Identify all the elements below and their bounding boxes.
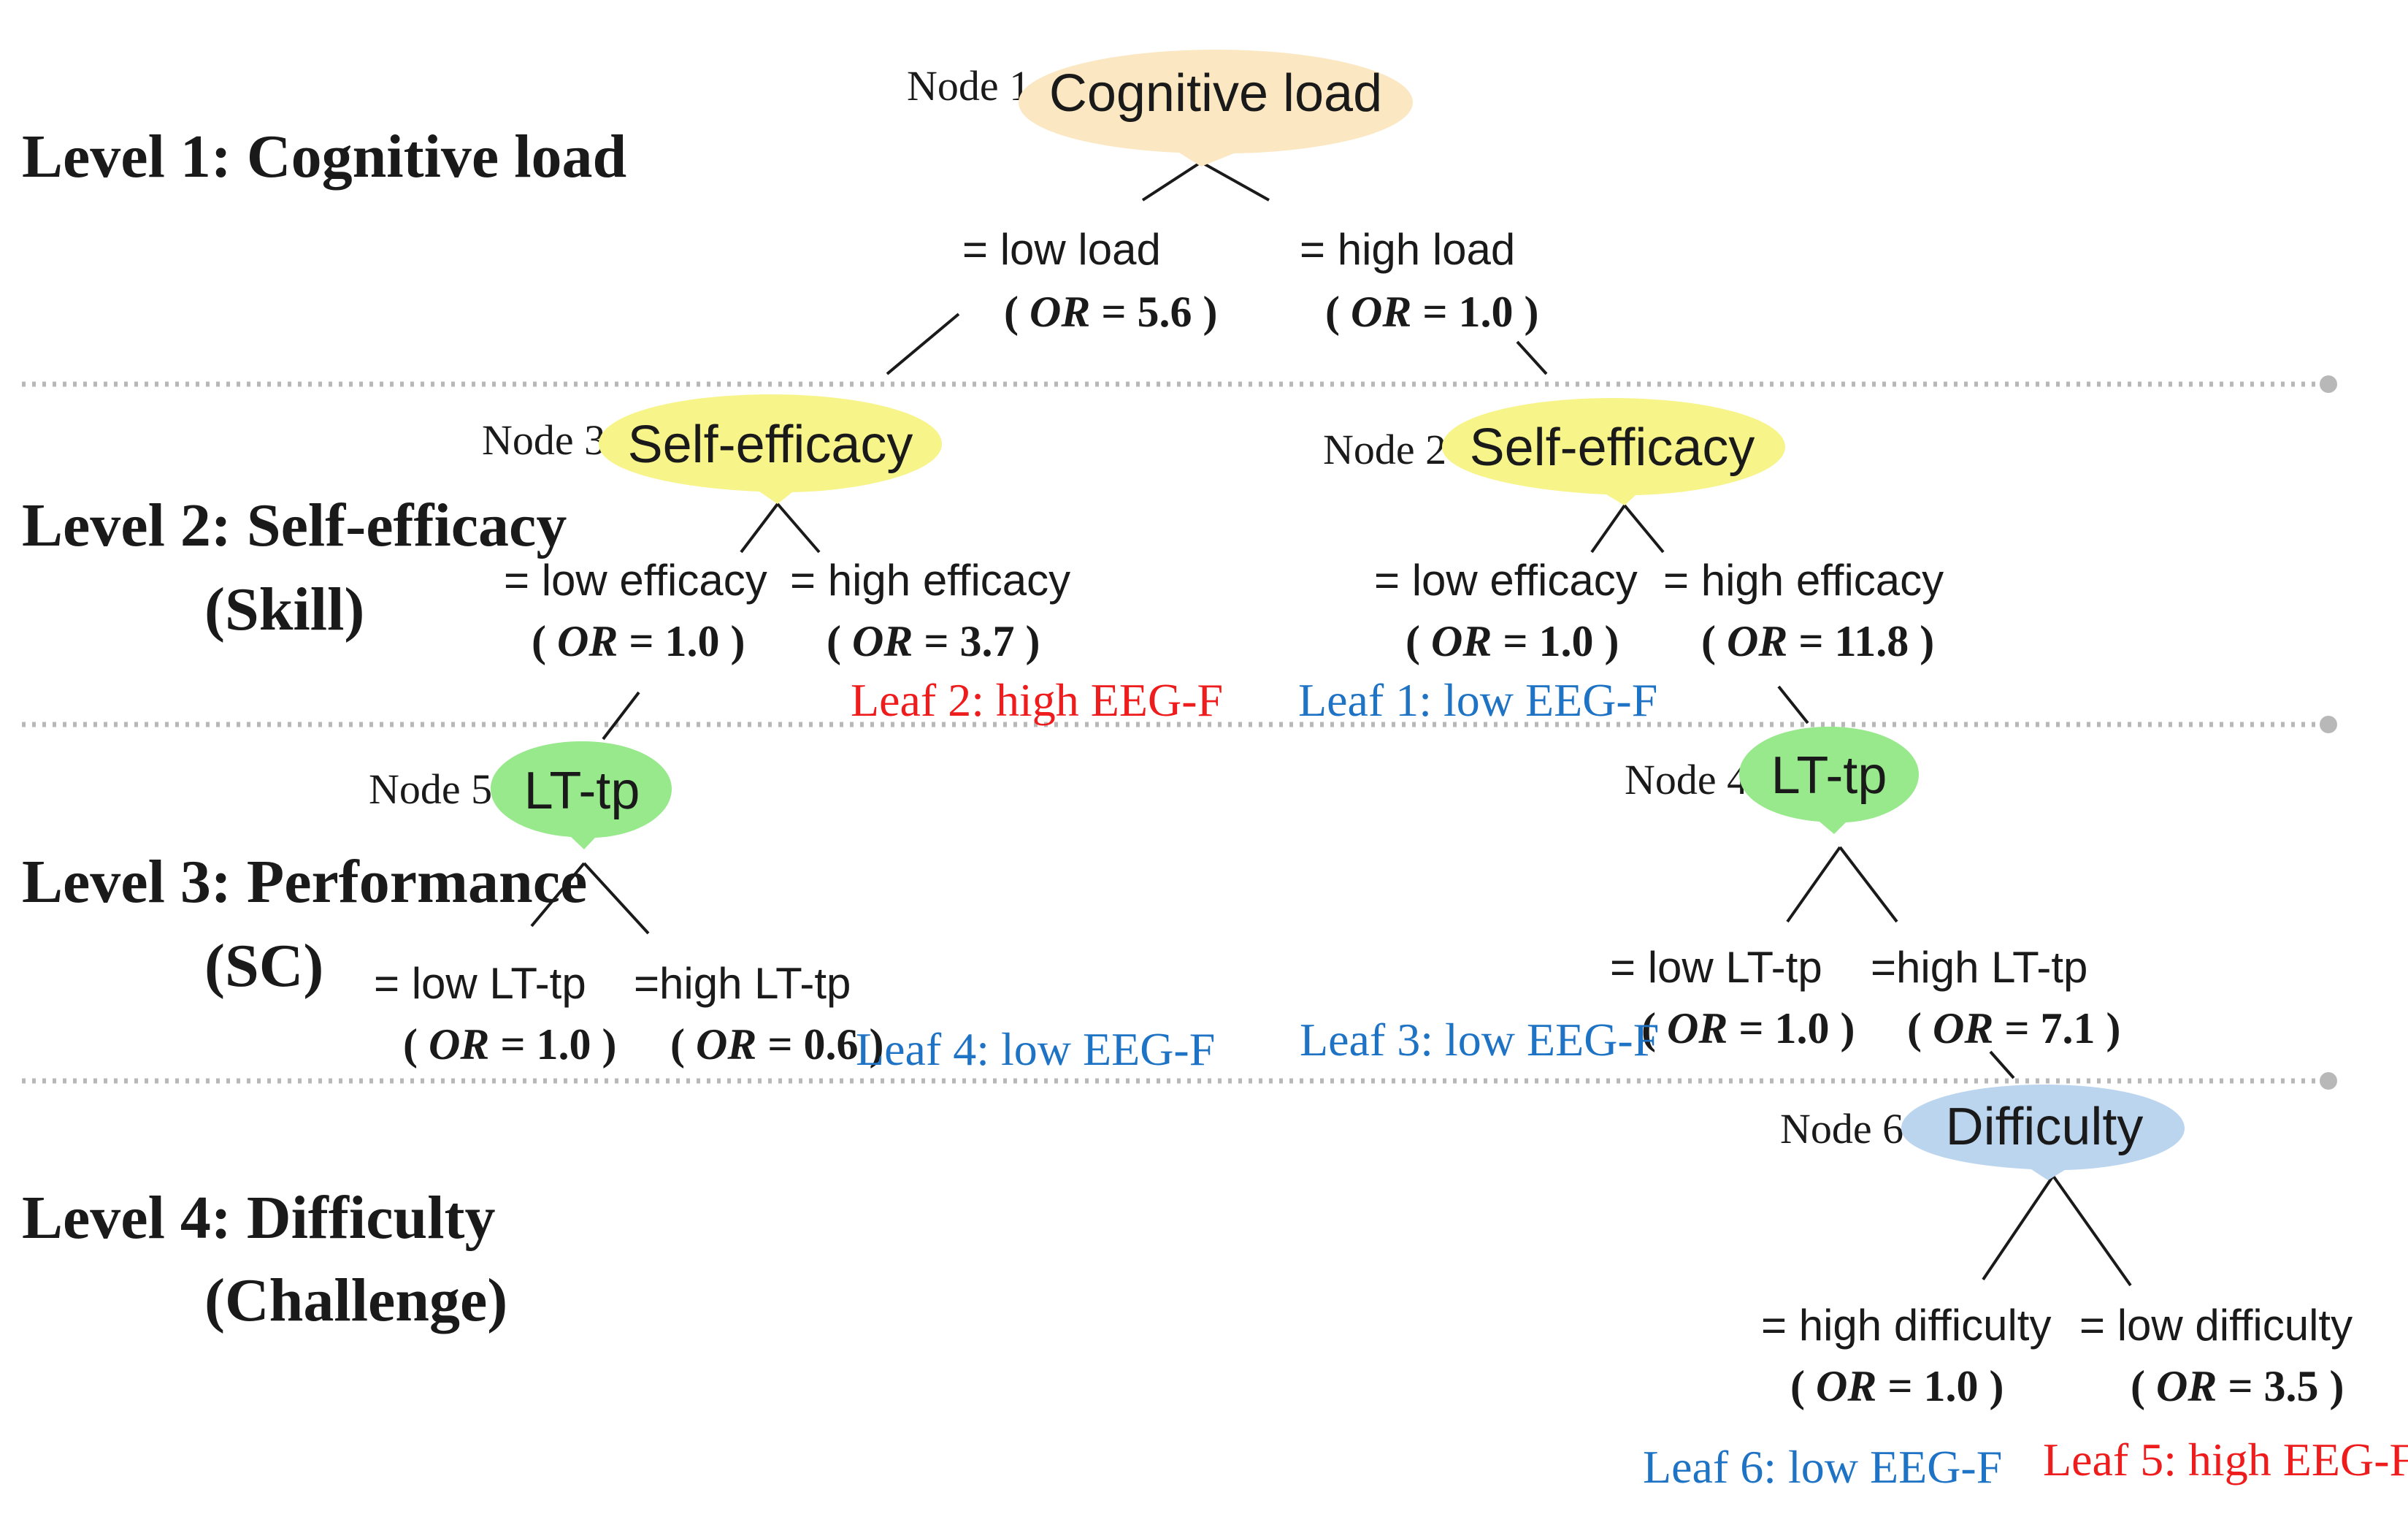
branch-node4-high: =high LT-tp ( OR = 7.1 ) [1871, 943, 2121, 1052]
node-3-label: Node 3 [482, 416, 605, 464]
connector-n3-right [776, 502, 821, 554]
node-4-text: LT-tp [1771, 746, 1887, 805]
node-3-text: Self-efficacy [628, 416, 913, 474]
node-4-bubble [1739, 727, 1919, 834]
node-1-label: Node 1 [907, 62, 1030, 110]
node-6: Node 6 Difficulty [1780, 1085, 2185, 1180]
level-labels: Level 1: Cognitive load Level 2: Self-ef… [22, 123, 626, 1334]
node-5-label: Node 5 [369, 765, 492, 813]
node-6-text: Difficulty [1946, 1098, 2144, 1156]
level-4-title: Level 4: Difficulty [22, 1184, 496, 1252]
odds-ratio: ( OR = 1.0 ) [1641, 1004, 1855, 1052]
leaf-4: Leaf 4: low EEG-F [856, 1023, 1215, 1075]
level-2-subtitle: (Skill) [204, 576, 364, 643]
odds-ratio: ( OR = 1.0 ) [1325, 288, 1539, 336]
branch-label: = low LT-tp [374, 959, 586, 1008]
odds-ratio: ( OR = 3.7 ) [827, 617, 1040, 665]
connector-to-node6 [1989, 1050, 2015, 1079]
branch-label: = low load [962, 225, 1161, 274]
node-4-label: Node 4 [1625, 756, 1748, 803]
node-6-bubble [1901, 1085, 2185, 1180]
leaf-5: Leaf 5: high EEG-F [2043, 1434, 2408, 1486]
branch-node2-high: = high efficacy ( OR = 11.8 ) [1663, 556, 1944, 665]
branch-node5-low: = low LT-tp ( OR = 1.0 ) [374, 959, 617, 1068]
node-1-bubble [1019, 50, 1413, 167]
separator-3-end [2320, 1072, 2337, 1090]
connector-n1-left [1141, 161, 1203, 202]
branch-label: =high LT-tp [1871, 943, 2087, 992]
node-1: Node 1 Cognitive load [907, 50, 1413, 167]
node-1-text: Cognitive load [1049, 64, 1382, 123]
node-6-label: Node 6 [1780, 1105, 1903, 1152]
leaves: Leaf 2: high EEG-F Leaf 1: low EEG-F Lea… [851, 674, 2408, 1493]
connector-n2-right [1623, 504, 1665, 554]
leaf-6: Leaf 6: low EEG-F [1643, 1441, 2002, 1493]
branch-label: = high efficacy [1663, 556, 1944, 605]
branch-label: = low efficacy [1374, 556, 1638, 605]
connector-n6-left [1982, 1174, 2055, 1281]
connector-n6-right [2052, 1174, 2132, 1287]
odds-ratio: ( OR = 0.6 ) [670, 1020, 884, 1068]
connector-n5-right [583, 862, 650, 935]
node-2: Node 2 Self-efficacy [1323, 398, 1785, 505]
branch-label: = low LT-tp [1610, 943, 1822, 992]
separator-2-end [2320, 716, 2337, 733]
connector-n4-right [1838, 846, 1898, 923]
node-4: Node 4 LT-tp [1625, 727, 1919, 834]
leaf-3: Leaf 3: low EEG-F [1300, 1014, 1659, 1066]
branch-node6-low: = low difficulty ( OR = 3.5 ) [2079, 1301, 2353, 1410]
leaf-1: Leaf 1: low EEG-F [1298, 674, 1657, 726]
node-2-label: Node 2 [1323, 426, 1446, 473]
level-1-title: Level 1: Cognitive load [22, 123, 626, 191]
connector-to-node5 [602, 691, 640, 741]
level-2-title: Level 2: Self-efficacy [22, 492, 567, 559]
connector-n4-left [1786, 846, 1841, 923]
branch-node5-high: =high LT-tp ( OR = 0.6 ) [634, 959, 884, 1068]
branch-low-load: = low load ( OR = 5.6 ) [962, 225, 1218, 336]
connector-n1-right [1200, 161, 1270, 202]
level-3-title: Level 3: Performance [22, 848, 587, 916]
branch-node6-high: = high difficulty ( OR = 1.0 ) [1761, 1301, 2051, 1410]
odds-ratio: ( OR = 1.0 ) [1790, 1362, 2004, 1410]
node-5-text: LT-tp [524, 762, 640, 820]
level-4-subtitle: (Challenge) [204, 1266, 507, 1334]
node-5-bubble [491, 741, 672, 849]
connector-n2-left [1590, 504, 1626, 554]
connector-to-node4 [1777, 685, 1809, 724]
level-separators [22, 375, 2337, 1090]
connector-n5-left [530, 862, 586, 928]
branch-node2-low: = low efficacy ( OR = 1.0 ) [1374, 556, 1638, 665]
odds-ratio: ( OR = 3.5 ) [2131, 1362, 2344, 1410]
odds-ratio: ( OR = 1.0 ) [532, 617, 745, 665]
branch-node3-low: = low efficacy ( OR = 1.0 ) [504, 556, 767, 665]
branch-label: = high efficacy [790, 556, 1070, 605]
branch-label: = high load [1300, 225, 1515, 274]
node-3-bubble [599, 394, 942, 504]
branch-label: =high LT-tp [634, 959, 851, 1008]
odds-ratio: ( OR = 1.0 ) [403, 1020, 617, 1068]
branch-node4-low: = low LT-tp ( OR = 1.0 ) [1610, 943, 1855, 1052]
node-2-text: Self-efficacy [1470, 418, 1755, 477]
node-2-bubble [1442, 398, 1785, 505]
node-3: Node 3 Self-efficacy [482, 394, 942, 504]
tree-connectors [530, 161, 2132, 1287]
branch-label: = low difficulty [2079, 1301, 2353, 1350]
branch-label: = high difficulty [1761, 1301, 2051, 1350]
odds-ratio: ( OR = 1.0 ) [1406, 617, 1619, 665]
connector-to-node2 [1516, 340, 1548, 375]
branch-high-load: = high load ( OR = 1.0 ) [1300, 225, 1539, 336]
separator-1-end [2320, 375, 2337, 393]
leaf-2: Leaf 2: high EEG-F [851, 674, 1223, 726]
branch-label: = low efficacy [504, 556, 767, 605]
connector-n3-left [740, 502, 779, 554]
odds-ratio: ( OR = 5.6 ) [1004, 288, 1218, 336]
odds-ratio: ( OR = 7.1 ) [1907, 1004, 2121, 1052]
odds-ratio: ( OR = 11.8 ) [1701, 617, 1934, 665]
level-3-subtitle: (SC) [204, 932, 323, 1000]
connector-to-node3 [886, 313, 960, 375]
node-5: Node 5 LT-tp [369, 741, 672, 849]
branch-node3-high: = high efficacy ( OR = 3.7 ) [790, 556, 1070, 665]
